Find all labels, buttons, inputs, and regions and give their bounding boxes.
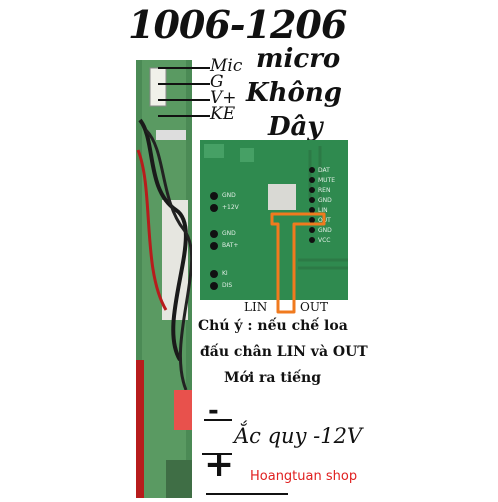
battery-label: Ắc quy -12V (234, 424, 363, 448)
module-label-12v: +12V (222, 204, 239, 211)
lin-out-highlight (268, 208, 328, 322)
battery-minus-sign: - (208, 396, 219, 426)
note-line-2: đấu chân LIN và OUT (200, 344, 368, 360)
shop-watermark: Hoangtuan shop (250, 469, 358, 484)
module-label-ki: KI (222, 270, 228, 277)
module-label-ren: REN (318, 187, 331, 194)
pcb-photo-drawing (136, 60, 194, 498)
side-text-day: Dây (268, 112, 323, 142)
page-title: 1006-1206 (128, 2, 347, 47)
side-text-khong: Không (246, 78, 342, 108)
module-label-bat: BAT+ (222, 242, 239, 249)
pin-label-ke: KE (210, 104, 236, 124)
out-label: OUT (300, 300, 328, 314)
module-label-lin: LIN (318, 207, 328, 214)
module-label-dat: DAT (318, 167, 330, 174)
pin-label-mic: Mic (210, 56, 243, 76)
module-label-gnd-4: GND (318, 227, 332, 234)
module-label-mute: MUTE (318, 177, 336, 184)
pin-label-vplus: V+ (210, 88, 237, 108)
module-label-gnd-3: GND (318, 197, 332, 204)
battery-plus-sign: + (204, 444, 235, 485)
module-label-vcc: VCC (318, 237, 331, 244)
pcb-photo (136, 60, 194, 498)
note-line-1: Chú ý : nếu chế loa (198, 318, 348, 334)
pin-label-g: G (210, 72, 224, 92)
module-label-gnd-2: GND (222, 230, 236, 237)
module-label-dis: DIS (222, 282, 233, 289)
lin-label: LIN (244, 300, 268, 314)
side-text-micro: micro (256, 44, 341, 74)
battery-leader-lines (196, 396, 292, 502)
note-line-3: Mới ra tiếng (224, 370, 322, 386)
pin-leader-lines (158, 62, 214, 128)
module-label-gnd-1: GND (222, 192, 236, 199)
